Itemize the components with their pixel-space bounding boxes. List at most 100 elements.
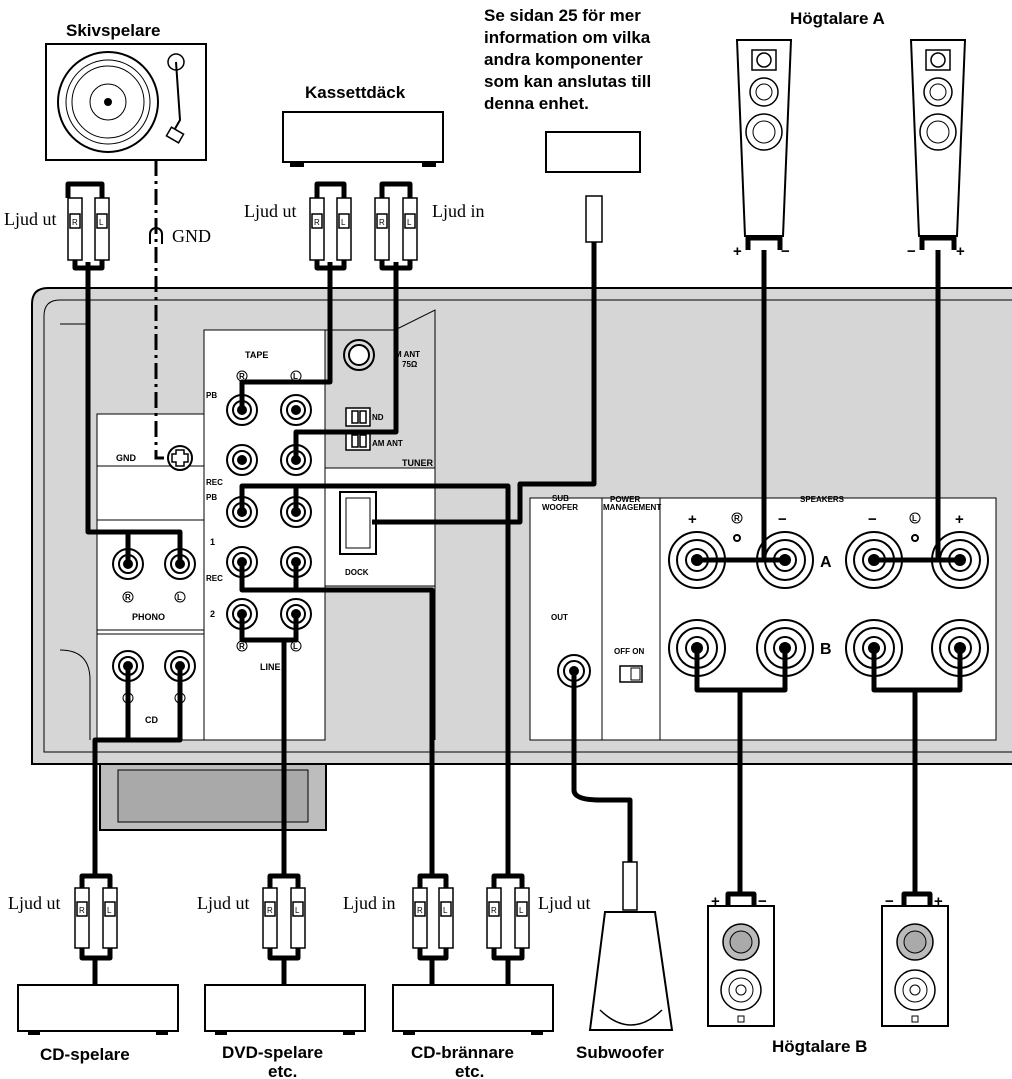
gnd-wire-label: GND [172, 226, 211, 246]
speaker-a-right [735, 39, 793, 237]
cables [65, 181, 963, 985]
svg-text:−: − [907, 243, 916, 260]
plug-dock [585, 195, 603, 243]
speakers-a-label: Högtalare A [790, 9, 885, 28]
rca-plugs [67, 195, 638, 949]
svg-text:L: L [341, 218, 346, 227]
cd-audio-out: Ljud ut [8, 893, 61, 913]
svg-text:L: L [99, 218, 104, 227]
line-1-label: 1 [210, 537, 215, 547]
dvd-player-label-2: etc. [268, 1062, 297, 1079]
svg-text:L: L [293, 642, 298, 651]
plug-dvd-r [262, 887, 278, 949]
dvd-player [204, 984, 366, 1035]
row-a-label: A [820, 554, 832, 571]
cdr-audio-in: Ljud in [343, 893, 396, 913]
plug-cdr-in-r [412, 887, 428, 949]
speakers-b-label: Högtalare B [772, 1037, 867, 1056]
turntable-label: Skivspelare [66, 21, 161, 40]
cable-labels: Ljud ut GND Ljud ut Ljud in Ljud ut Ljud… [4, 201, 591, 913]
dvd-audio-out: Ljud ut [197, 893, 250, 913]
spk-r-mark: R [731, 512, 743, 524]
turntable [45, 43, 207, 161]
cd-label: CD [145, 715, 158, 725]
plug-tape-in-l [402, 197, 418, 261]
svg-text:L: L [407, 218, 412, 227]
am-ant-75-label: M ANT [395, 350, 420, 359]
plug-cd-l [102, 887, 118, 949]
line-2-label: 2 [210, 609, 215, 619]
svg-text:R: R [72, 218, 78, 227]
cassette-deck [282, 111, 444, 167]
phono-l-mark: L [174, 591, 186, 603]
note-line-5: denna enhet. [484, 94, 589, 113]
am-ant-label: AM ANT [372, 439, 403, 448]
plug-turntable-r [67, 197, 83, 261]
svg-text:+: + [733, 243, 742, 260]
power-management-switch [619, 665, 643, 683]
svg-text:L: L [293, 372, 298, 381]
phono-label: PHONO [132, 612, 165, 622]
speaker-b-left [881, 905, 949, 1027]
dock-connector [339, 491, 377, 555]
power-label: POWER [610, 495, 640, 504]
plug-subwoofer [622, 861, 638, 911]
plug-tape-out-r [309, 197, 325, 261]
dock-label: DOCK [345, 568, 369, 577]
svg-text:L: L [912, 514, 917, 523]
speaker-b-right [707, 905, 775, 1027]
am-ant-jack [343, 339, 375, 371]
cd-player [17, 984, 179, 1035]
cd-recorder-label-1: CD-brännare [411, 1043, 514, 1062]
plug-cd-r [74, 887, 90, 949]
svg-text:−: − [758, 893, 767, 910]
out-label: OUT [551, 613, 568, 622]
svg-text:R: R [379, 218, 385, 227]
plug-turntable-l [94, 197, 110, 261]
plus-l: + [955, 511, 964, 528]
svg-text:+: + [711, 893, 720, 910]
tape-label: TAPE [245, 350, 268, 360]
svg-text:−: − [885, 893, 894, 910]
spk-l-mark: L [909, 512, 921, 524]
tape-audio-out: Ljud ut [244, 201, 297, 221]
tape-deck-label: Kassettdäck [305, 83, 406, 102]
svg-text:L: L [519, 906, 524, 915]
svg-text:+: + [934, 893, 943, 910]
panel-labels: TAPE PB REC GND PB 1 REC 2 PHONO LINE CD… [116, 350, 964, 725]
plus-r: + [688, 511, 697, 528]
svg-text:R: R [734, 514, 740, 523]
tuner-label: TUNER [402, 458, 433, 468]
other-component [545, 131, 641, 173]
line-label: LINE [260, 662, 281, 672]
row-b-label: B [820, 641, 832, 658]
plug-tape-in-r [374, 197, 390, 261]
plug-dvd-l [290, 887, 306, 949]
gnd-fork [149, 227, 163, 244]
tape-rec-label: REC [206, 478, 223, 487]
woofer-label: WOOFER [542, 503, 578, 512]
tape-rec-jack-r [226, 444, 258, 476]
tape-pb-label: PB [206, 391, 217, 400]
tape-audio-in: Ljud in [432, 201, 485, 221]
gnd-wire [154, 160, 168, 460]
cd-recorder-label-2: etc. [455, 1062, 484, 1079]
minus-l: − [868, 511, 877, 528]
gnd-terminal-label: GND [116, 453, 137, 463]
plug-cdr-out-l [514, 887, 530, 949]
line-pb-label: PB [206, 493, 217, 502]
subwoofer [588, 911, 674, 1031]
svg-text:R: R [239, 372, 245, 381]
svg-text:R: R [239, 642, 245, 651]
note-line-2: information om vilka [484, 28, 651, 47]
svg-text:+: + [956, 243, 965, 260]
svg-text:R: R [314, 218, 320, 227]
svg-text:L: L [443, 906, 448, 915]
device-labels: Skivspelare Kassettdäck Se sidan 25 för … [40, 6, 885, 1079]
svg-text:L: L [295, 906, 300, 915]
cdr-audio-out: Ljud ut [538, 893, 591, 913]
plug-cdr-in-l [438, 887, 454, 949]
subwoofer-label: Subwoofer [576, 1043, 664, 1062]
